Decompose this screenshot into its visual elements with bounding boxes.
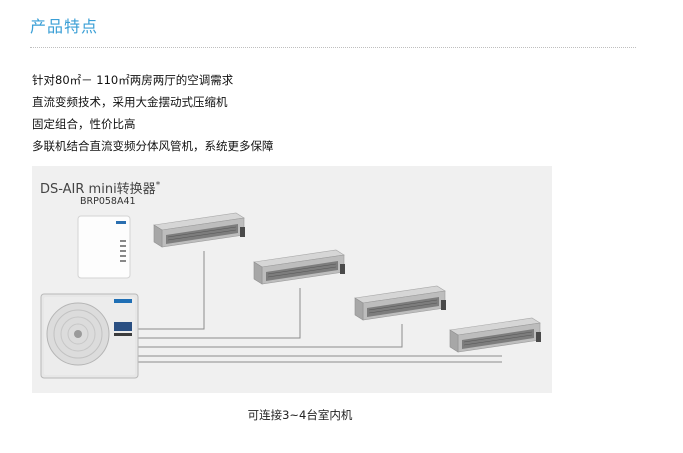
converter-title: DS-AIR mini转换器* (40, 178, 160, 197)
converter-model: BRP058A41 (80, 196, 136, 207)
converter-title-text: DS-AIR mini转换器 (40, 182, 156, 197)
connection-pipes (138, 251, 502, 363)
pipe-2 (138, 288, 301, 339)
title-divider (30, 47, 636, 48)
feature-item: 针对80㎡－ 110㎡两房两厅的空调需求 (32, 73, 234, 87)
feature-item: 多联机结合直流变频分体风管机，系统更多保障 (32, 139, 274, 153)
section-title: 产品特点 (30, 17, 99, 36)
ducted-unit-4 (449, 317, 542, 353)
converter-title-asterisk: * (155, 180, 161, 191)
ducted-unit-1 (153, 212, 246, 248)
feature-item: 固定组合，性价比高 (32, 117, 136, 131)
system-diagram: DS-AIR mini转换器* BRP058A41 (32, 166, 552, 393)
feature-item: 直流变频技术，采用大金摆动式压缩机 (32, 95, 228, 109)
pipe-1 (138, 251, 205, 330)
ducted-unit-2 (253, 249, 346, 285)
diagram-caption: 可连接3~4台室内机 (247, 408, 353, 422)
outdoor-unit (40, 293, 139, 379)
converter-device (77, 215, 131, 279)
feature-list: 针对80㎡－ 110㎡两房两厅的空调需求 直流变频技术，采用大金摆动式压缩机 固… (32, 69, 274, 157)
diagram-illustration (40, 212, 542, 379)
ducted-unit-3 (354, 285, 447, 321)
pipe-3 (138, 324, 403, 348)
